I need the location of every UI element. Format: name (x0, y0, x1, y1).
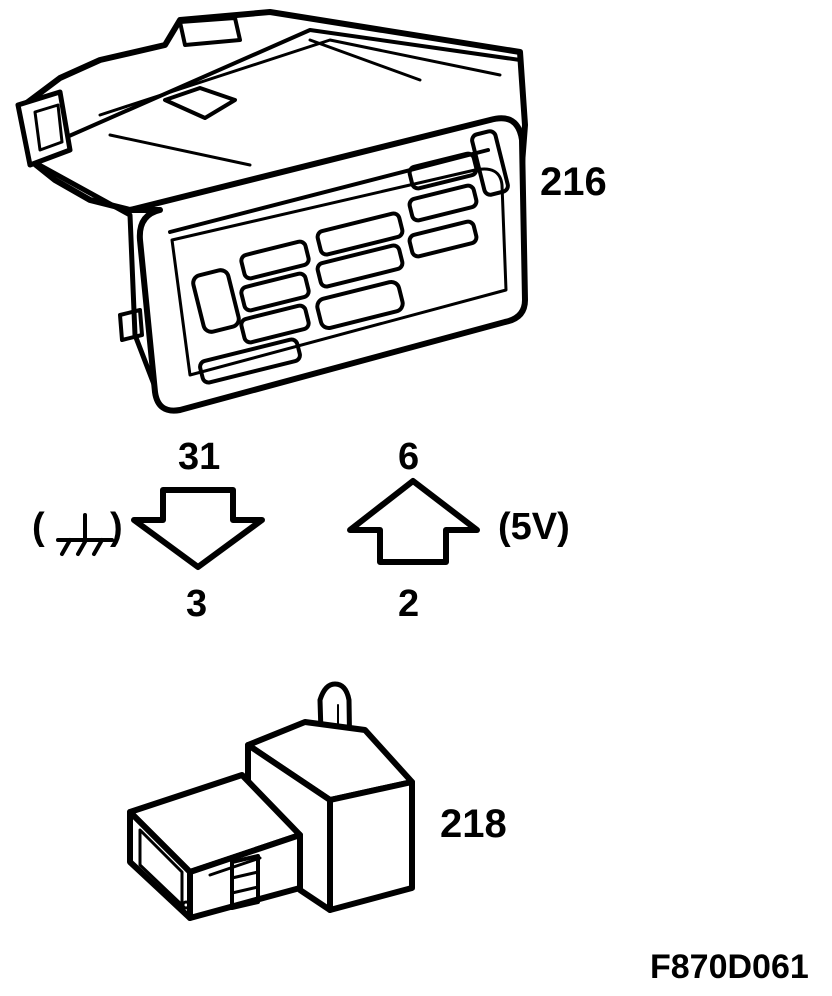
supply-voltage-label: (5V) (498, 506, 570, 548)
arrow-down-icon (131, 487, 265, 570)
button-row2-a (239, 271, 311, 313)
tab-top (178, 16, 242, 47)
arrow-up-icon (347, 478, 480, 565)
vent-tab (163, 86, 237, 120)
housing-side (27, 157, 163, 403)
button-row2-b (315, 243, 405, 289)
figure-id: F870D061 (650, 948, 809, 986)
connector-ledge (208, 856, 262, 877)
button-row3-c (407, 219, 479, 259)
groove-2 (308, 38, 422, 82)
button-row3-b (315, 279, 405, 331)
front-fascia (127, 115, 528, 414)
connector-block (15, 89, 73, 168)
housing-top-edge (58, 28, 522, 142)
component-218-label: 218 (440, 802, 507, 846)
button-right-tall (470, 129, 510, 197)
button-row3-a (239, 303, 311, 345)
button-row1-b (315, 211, 405, 257)
supply-top-pin: 6 (398, 436, 420, 478)
connector-slot (33, 103, 64, 152)
ground-top-pin: 31 (178, 436, 221, 478)
sensor-unit (127, 681, 415, 921)
button-row1-c (407, 151, 479, 191)
supply-bottom-pin: 2 (398, 583, 420, 625)
clip-side (118, 308, 144, 342)
control-panel-unit (15, 9, 528, 414)
ground-bottom-pin: 3 (186, 583, 208, 625)
housing-ridge (98, 38, 502, 117)
button-row2-c (407, 183, 479, 223)
ground-close-paren: ) (110, 506, 123, 548)
button-bottom-left (198, 337, 302, 385)
component-216-label: 216 (540, 160, 607, 204)
sensor-head-front (327, 779, 415, 913)
button-row1-a (239, 239, 311, 281)
ground-open-paren: ( (32, 506, 45, 548)
ground-symbol-icon (56, 513, 114, 556)
button-left-large (191, 268, 241, 334)
groove-1 (108, 133, 252, 167)
